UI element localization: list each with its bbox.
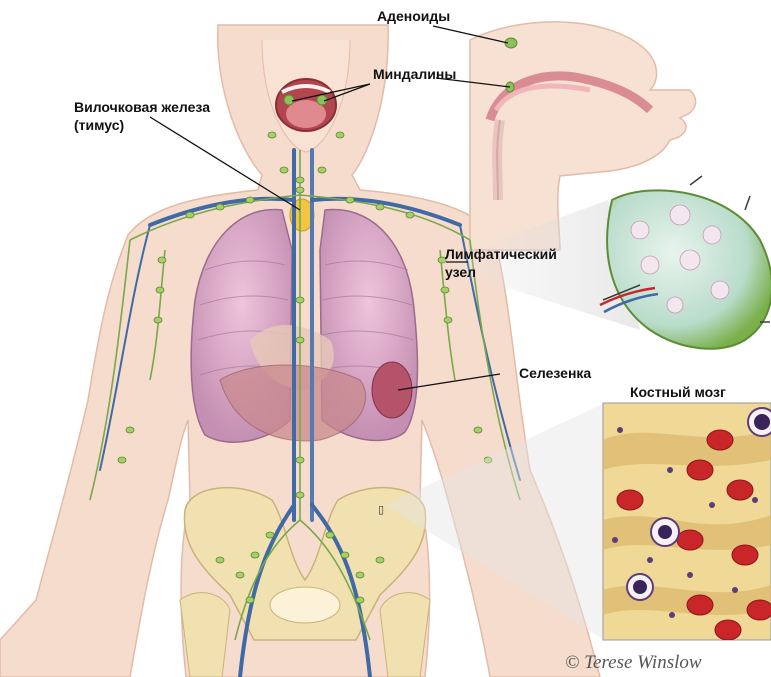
lymph-node-dot — [376, 204, 384, 210]
platelet — [669, 612, 675, 618]
lymph-node-dot — [296, 177, 304, 183]
platelet — [687, 572, 693, 578]
platelet — [617, 427, 623, 433]
lymph-node-dot — [474, 427, 482, 433]
lymph-node-dot — [441, 287, 449, 293]
lymph-node-dot — [296, 187, 304, 193]
label-thymus-line1: Вилочковая железа — [74, 99, 210, 116]
lymph-node-dot — [236, 572, 244, 578]
lymph-node-dot — [296, 337, 304, 343]
red-blood-cell — [707, 430, 733, 450]
lymph-node-dot — [268, 132, 276, 138]
lymph-node-dot — [406, 212, 414, 218]
lymph-node-dot — [376, 557, 384, 563]
label-bone-marrow: Костный мозг — [630, 384, 726, 401]
lymph-node-dot — [154, 317, 162, 323]
label-thymus-line2: (тимус) — [74, 117, 124, 134]
platelet — [732, 587, 738, 593]
lymph-node-dot — [156, 287, 164, 293]
spleen-organ — [372, 362, 412, 418]
red-blood-cell — [677, 530, 703, 550]
red-blood-cell — [715, 620, 741, 640]
platelet — [709, 502, 715, 508]
lymph-node-dot — [246, 597, 254, 603]
lymph-node-dot — [296, 492, 304, 498]
lymph-node-dot — [318, 167, 326, 173]
lymph-node-dot — [118, 457, 126, 463]
lymph-node-dot — [296, 457, 304, 463]
lymph-node-dot — [158, 257, 166, 263]
platelet — [752, 497, 758, 503]
lymph-node-dot — [341, 552, 349, 558]
label-tonsils: Миндалины — [373, 66, 456, 83]
lymph-node-dot — [216, 557, 224, 563]
bone-marrow-pointer-glyph: ▯ — [378, 503, 384, 516]
lymph-node-dot — [356, 572, 364, 578]
lymph-node-dot — [444, 317, 452, 323]
label-lymph-node-line1: Лимфатический — [445, 246, 557, 263]
lymph-node-dot — [336, 132, 344, 138]
red-blood-cell — [687, 595, 713, 615]
lymph-node-dot — [280, 167, 288, 173]
lymph-node-dot — [186, 212, 194, 218]
platelet — [612, 537, 618, 543]
red-blood-cell — [732, 545, 758, 565]
lymph-node-dot — [296, 297, 304, 303]
lymph-node-dot — [126, 427, 134, 433]
label-lymph-node-line2: узел — [445, 264, 476, 281]
label-spleen: Селезенка — [519, 365, 591, 382]
lymph-node-dot — [216, 204, 224, 210]
platelet — [647, 557, 653, 563]
lymph-node-dot — [326, 532, 334, 538]
red-blood-cell — [687, 460, 713, 480]
label-adenoids: Аденоиды — [377, 8, 450, 25]
platelet — [667, 467, 673, 473]
lymph-node-dot — [346, 197, 354, 203]
lymph-node-dot — [266, 532, 274, 538]
mouth — [276, 79, 336, 131]
lymph-node-dot — [356, 597, 364, 603]
lymph-node-dot — [251, 552, 259, 558]
red-blood-cell — [727, 480, 753, 500]
red-blood-cell — [617, 490, 643, 510]
tonsil-left — [284, 95, 294, 105]
copyright-notice: © Terese Winslow — [565, 652, 702, 674]
red-blood-cell — [747, 600, 771, 620]
lymph-node-dot — [246, 197, 254, 203]
